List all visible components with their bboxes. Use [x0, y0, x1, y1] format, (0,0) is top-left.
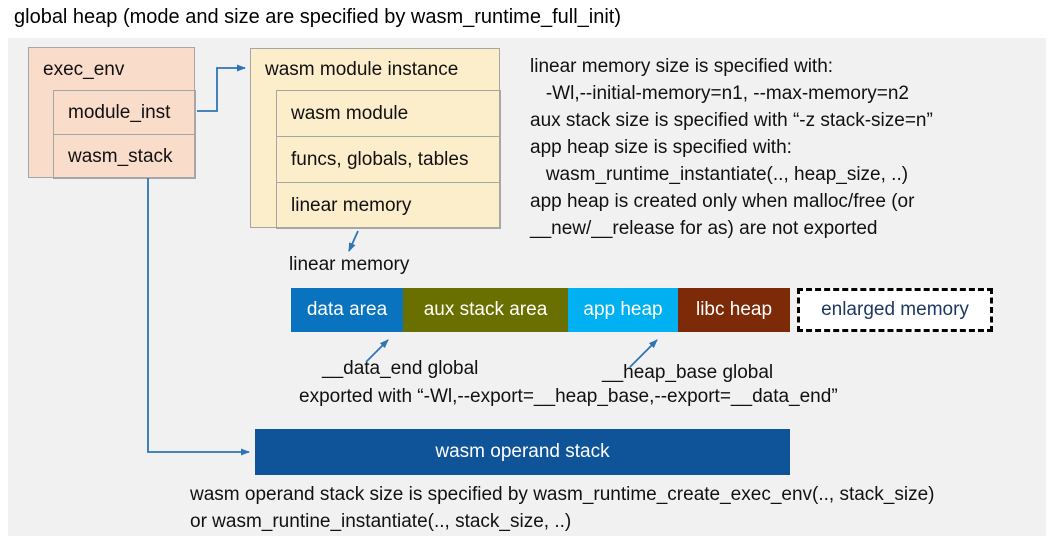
- exec-env-box: exec_env module_inst wasm_stack: [28, 47, 196, 179]
- operand-stack-bar: wasm operand stack: [255, 429, 790, 475]
- annotation-data-end-global: __data_end global: [322, 358, 479, 379]
- note-line: app heap size is specified with:: [530, 137, 792, 158]
- annotation-export-line: exported with “-Wl,--export=__heap_base,…: [299, 386, 838, 407]
- module-instance-box: wasm module instance wasm module funcs, …: [250, 48, 501, 229]
- memory-size-notes: linear memory size is specified with: -W…: [530, 53, 1042, 242]
- exec-env-row-wasm-stack: wasm_stack: [53, 134, 196, 179]
- module-instance-header: wasm module instance: [265, 59, 459, 80]
- segment-app-heap: app heap: [568, 288, 678, 332]
- segment-aux-stack-area: aux stack area: [403, 288, 568, 332]
- note-line: app heap is created only when malloc/fre…: [530, 191, 915, 212]
- annotation-heap-base-global: __heap_base global: [602, 362, 774, 383]
- note-line: __new/__release for as) are not exported: [530, 218, 878, 239]
- module-instance-row-wasm-module: wasm module: [276, 90, 501, 137]
- module-instance-row-linear-memory: linear memory: [276, 182, 501, 229]
- operand-stack-notes: wasm operand stack size is specified by …: [190, 481, 935, 535]
- note-line: aux stack size is specified with “-z sta…: [530, 110, 933, 131]
- module-instance-row-funcs-globals-tables: funcs, globals, tables: [276, 136, 501, 183]
- page-title: global heap (mode and size are specified…: [14, 6, 621, 28]
- exec-env-row-module-inst: module_inst: [53, 90, 196, 135]
- exec-env-header: exec_env: [43, 58, 125, 80]
- note-line: -Wl,--initial-memory=n1, --max-memory=n2: [530, 83, 909, 104]
- note-line: or wasm_runtine_instantiate(.., stack_si…: [190, 511, 572, 532]
- segment-libc-heap: libc heap: [678, 288, 790, 332]
- note-line: wasm_runtime_instantiate(.., heap_size, …: [530, 164, 909, 185]
- enlarged-memory-box: enlarged memory: [797, 288, 993, 332]
- note-line: linear memory size is specified with:: [530, 56, 834, 77]
- segment-data-area: data area: [291, 288, 403, 332]
- linear-memory-label: linear memory: [289, 254, 410, 275]
- note-line: wasm operand stack size is specified by …: [190, 484, 935, 505]
